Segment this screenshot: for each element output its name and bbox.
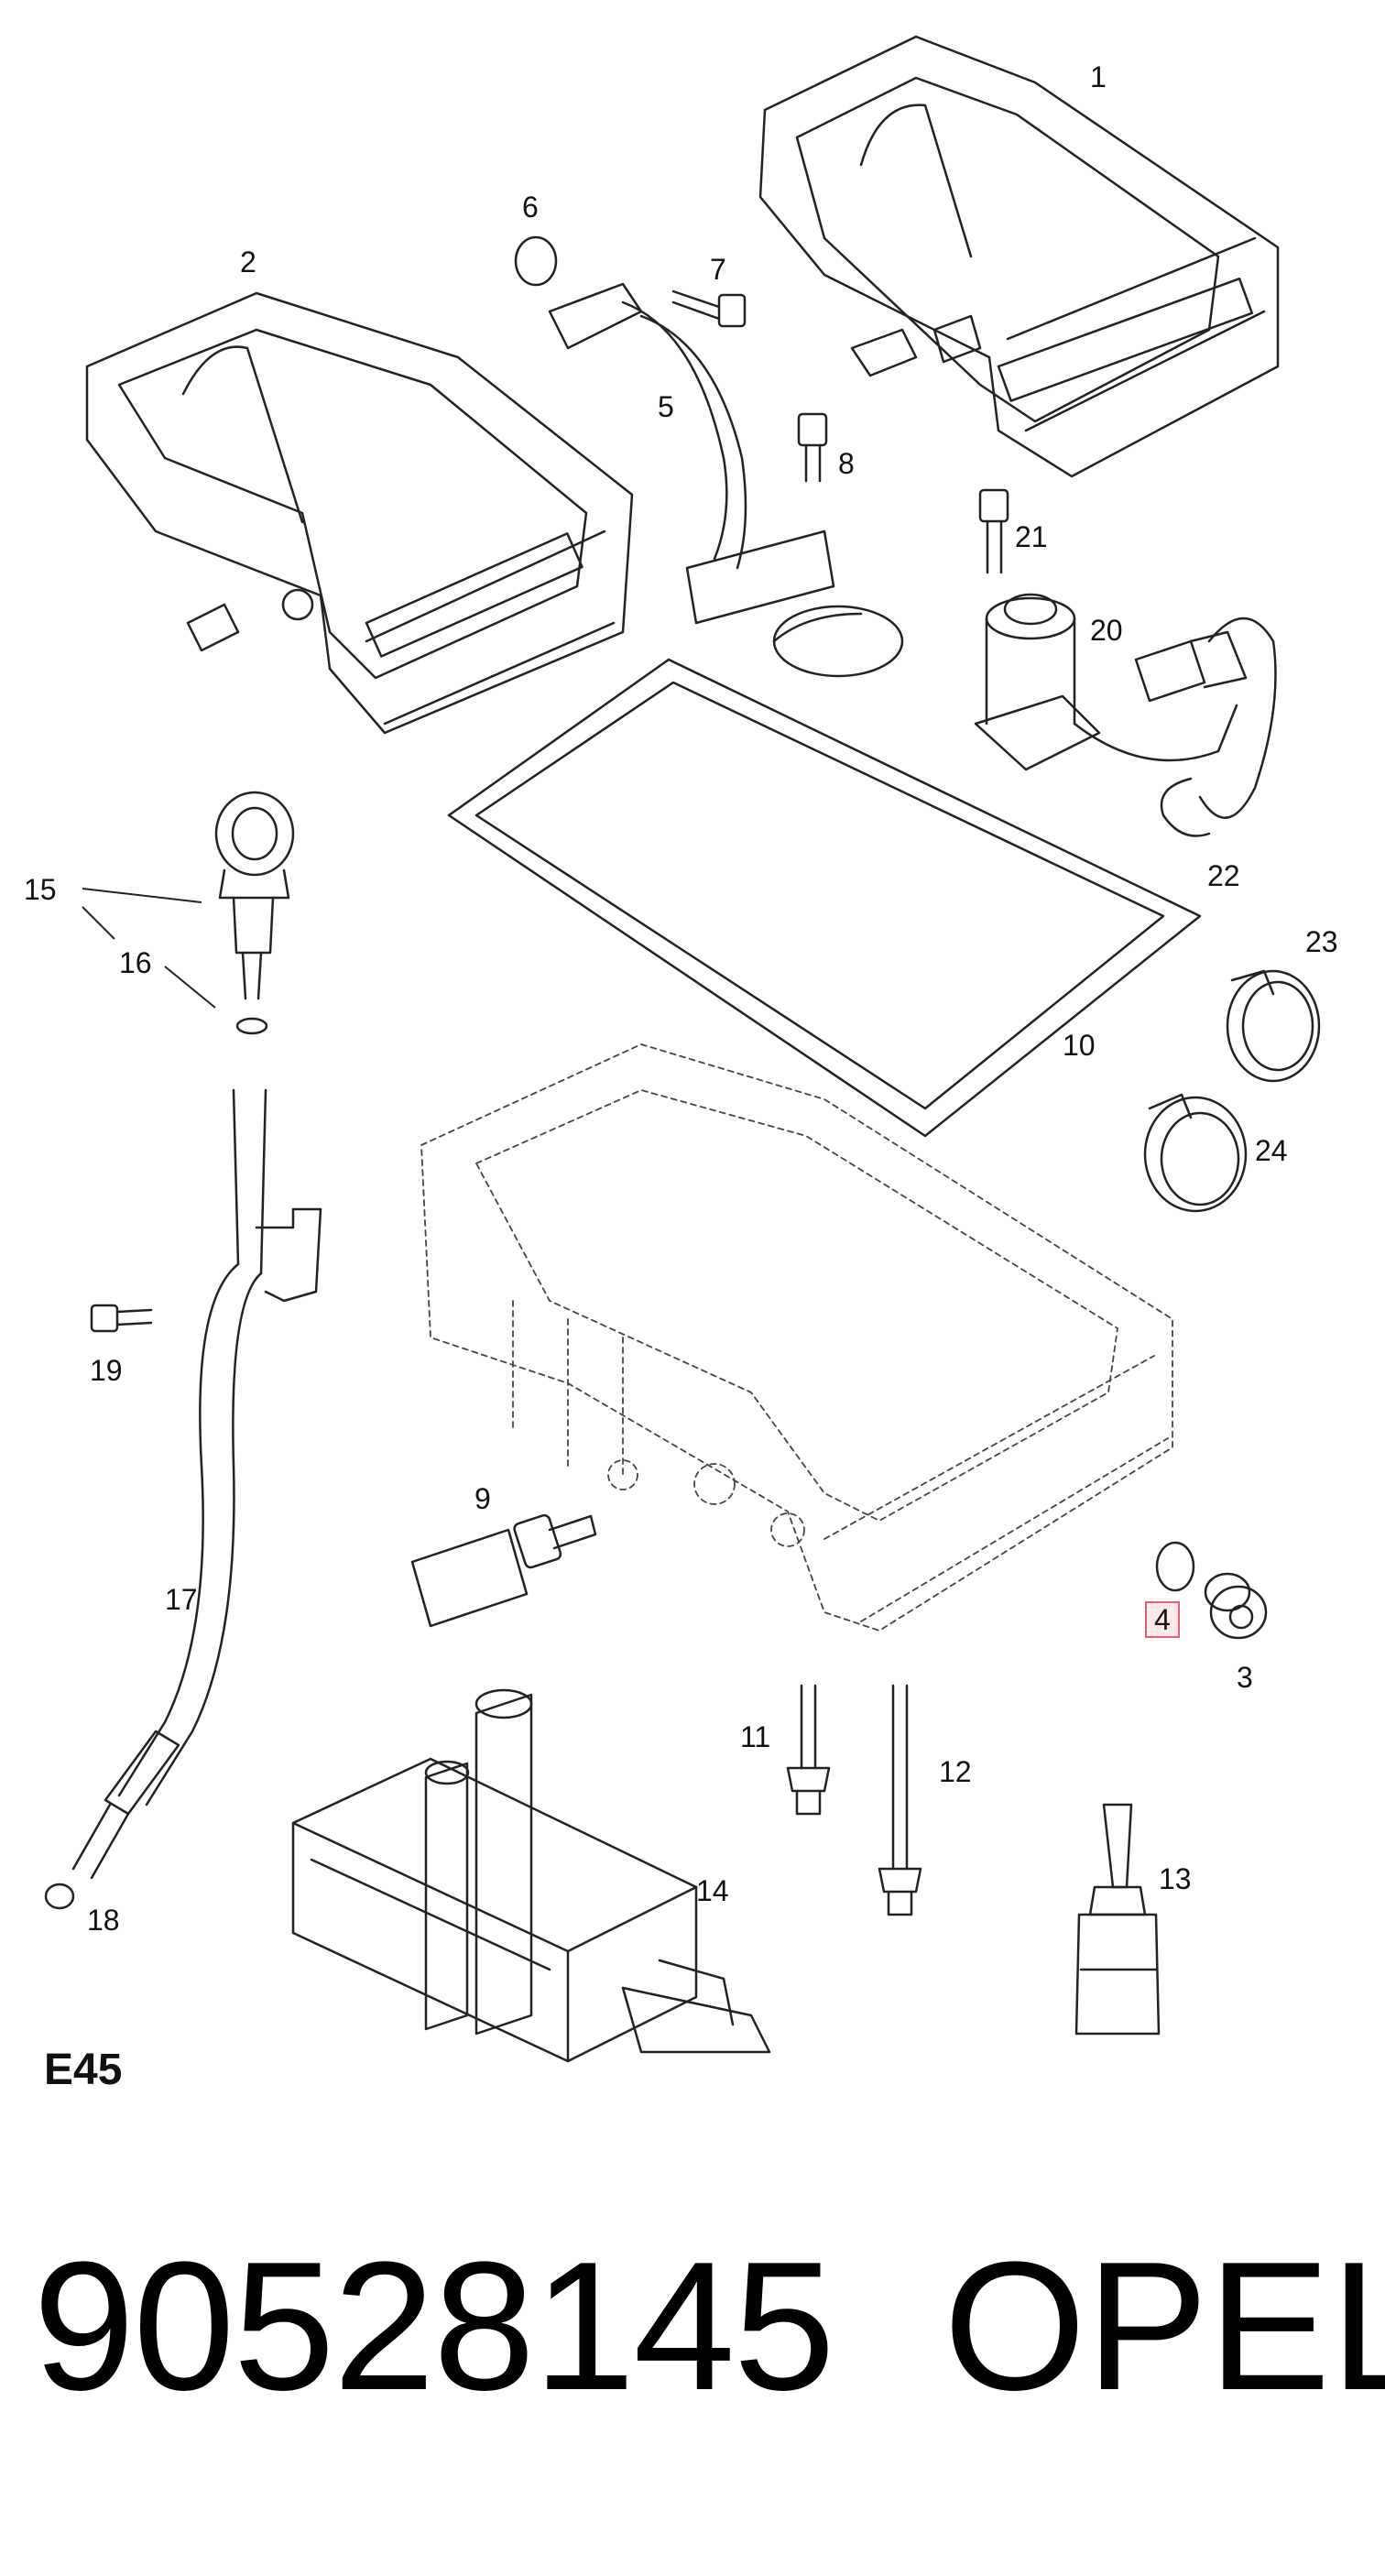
washer-part-4: [1157, 1543, 1194, 1590]
bolt-part-11: [788, 1686, 829, 1814]
sensor-part-9: [412, 1514, 595, 1626]
callout-3: 3: [1237, 1661, 1253, 1694]
callout-18: 18: [87, 1904, 120, 1937]
callout-15: 15: [24, 873, 57, 906]
callout-12: 12: [939, 1755, 972, 1788]
bolt-part-21: [980, 490, 1008, 573]
sealant-bottle-part-13: [1076, 1805, 1159, 2034]
callout-23: 23: [1305, 925, 1338, 958]
callout-1: 1: [1090, 60, 1107, 93]
gasket-part-10: [449, 660, 1200, 1136]
callout-20: 20: [1090, 614, 1123, 647]
sensor-part-20: [976, 595, 1237, 770]
callout-9: 9: [474, 1482, 491, 1515]
callout-22: 22: [1207, 859, 1240, 892]
callout-11: 11: [740, 1720, 771, 1753]
hose-clamp-part-23: [1227, 971, 1319, 1081]
hose-clamp-part-24: [1145, 1095, 1246, 1211]
drain-plug-part-3: [1205, 1574, 1266, 1638]
brand-name: OPEL: [943, 2224, 1385, 2429]
callout-17: 17: [165, 1583, 198, 1616]
oil-pan-part-1: [760, 37, 1278, 476]
connector-part-22: [1136, 618, 1276, 836]
section-code: E45: [44, 2046, 123, 2094]
callout-5: 5: [658, 390, 674, 423]
exploded-parts-diagram: [0, 0, 1385, 2107]
oil-pan-main-outline: [421, 1044, 1172, 1631]
callout-19: 19: [90, 1354, 123, 1387]
callout-16: 16: [119, 946, 152, 979]
callout-24: 24: [1255, 1134, 1288, 1167]
bolt-part-8: [799, 414, 826, 481]
callout-6: 6: [522, 191, 539, 224]
part-number: 90528145: [33, 2224, 835, 2429]
callout-8: 8: [838, 447, 855, 480]
dipstick-assembly: [46, 792, 321, 1908]
callout-10: 10: [1063, 1029, 1096, 1062]
oil-pickup-tube-part-5: [550, 284, 902, 676]
callout-13: 13: [1159, 1862, 1192, 1895]
callout-14: 14: [696, 1874, 729, 1907]
callout-7: 7: [710, 253, 726, 286]
leader-lines: [0, 0, 1385, 2107]
bolt-part-7: [673, 291, 745, 326]
callout-2: 2: [240, 246, 256, 278]
o-ring-part-6: [516, 237, 556, 285]
bolt-part-12: [879, 1686, 921, 1915]
oil-pan-part-2: [87, 293, 632, 733]
bolt-part-19: [92, 1305, 151, 1331]
callout-21: 21: [1015, 520, 1048, 553]
sealant-kit-part-14: [293, 1690, 769, 2061]
callout-4-highlighted: 4: [1145, 1601, 1180, 1638]
